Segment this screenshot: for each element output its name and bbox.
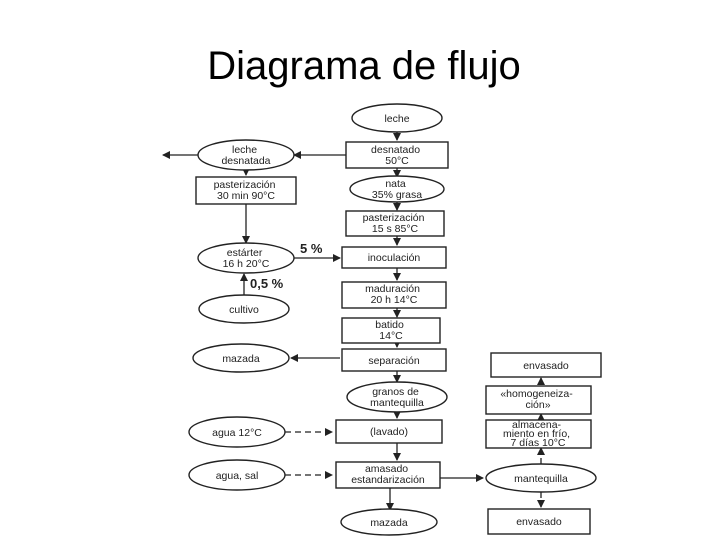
node-maduracion — [341, 281, 447, 309]
node-lavado-label: (lavado) — [370, 426, 408, 438]
node-desnatado-label: desnatado 50°C — [371, 144, 423, 167]
node-mazada-left — [192, 343, 290, 373]
node-mazada-bottom-label: mazada — [370, 517, 408, 529]
node-leche-desnatada — [197, 139, 295, 171]
node-leche — [351, 103, 443, 133]
percent-5-label: 5 % — [300, 241, 323, 256]
node-separacion-label: separación — [368, 355, 420, 367]
node-mazada-left-label: mazada — [222, 353, 260, 365]
node-starter-label: estárter 16 h 20°C — [223, 247, 270, 270]
node-envasado-bottom — [487, 508, 591, 535]
node-agua-sal — [188, 459, 286, 491]
node-envasado-top — [490, 352, 602, 378]
node-amasado — [335, 461, 441, 489]
node-cultivo-label: cultivo — [229, 304, 259, 316]
node-nata — [349, 175, 445, 203]
node-mantequilla — [485, 463, 597, 493]
node-agua-label: agua 12°C — [212, 427, 262, 439]
node-granos-label: granos de mantequilla — [370, 386, 424, 409]
node-batido — [341, 317, 441, 344]
node-cultivo — [198, 294, 290, 324]
node-pasterizacion-left-label: pasterización 30 min 90°C — [214, 179, 279, 202]
node-batido-label: batido 14°C — [375, 319, 407, 342]
node-granos — [346, 381, 448, 413]
node-starter — [197, 242, 295, 274]
node-pasterizacion-main — [345, 210, 445, 237]
node-leche-desnatada-label: leche desnatada — [221, 144, 270, 167]
node-desnatado — [345, 141, 449, 169]
node-amasado-label: amasado estandarización — [351, 463, 425, 486]
node-nata-label: nata 35% grasa — [372, 178, 422, 201]
node-agua-sal-label: agua, sal — [216, 470, 259, 482]
node-homogeneizacion — [485, 385, 592, 415]
page-title: Diagrama de flujo — [207, 44, 521, 88]
node-almacenamiento — [485, 419, 592, 449]
node-homogeneizacion-label: «homogeneiza- ción» — [500, 388, 575, 411]
node-pasterizacion-main-label: pasterización 15 s 85°C — [363, 212, 428, 235]
node-inoculacion-label: inoculación — [368, 252, 421, 264]
node-mantequilla-label: mantequilla — [514, 473, 568, 485]
node-maduracion-label: maduración 20 h 14°C — [365, 283, 423, 306]
node-inoculacion — [341, 246, 447, 269]
percent-05-label: 0,5 % — [250, 276, 284, 291]
node-envasado-bottom-label: envasado — [516, 516, 562, 528]
node-pasterizacion-left — [195, 176, 297, 205]
node-almacenamiento-label: almacena- miento en frío, 7 días 10°C — [503, 419, 573, 449]
node-agua — [188, 416, 286, 448]
node-leche-label: leche — [384, 113, 409, 125]
node-separacion — [341, 348, 447, 372]
node-lavado — [335, 419, 443, 444]
node-envasado-top-label: envasado — [523, 360, 569, 372]
node-mazada-bottom — [340, 508, 438, 536]
